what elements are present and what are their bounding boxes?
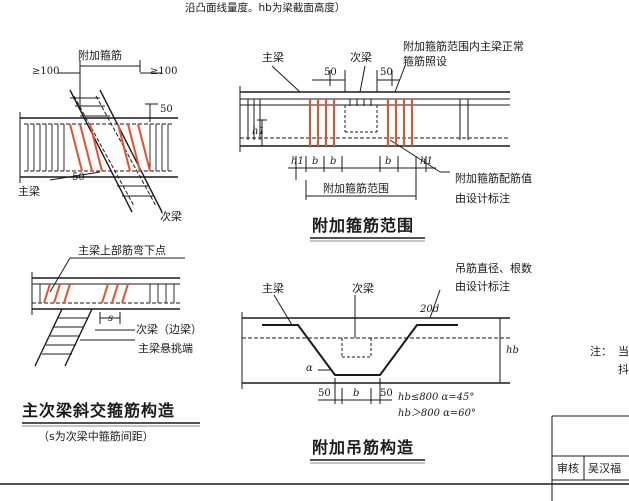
- fig1-dim-50-b: 50: [72, 172, 85, 183]
- fig4-title: 附加吊筋构造: [312, 438, 415, 457]
- fig2-h1-dim: h1: [291, 156, 304, 167]
- fig1-label-main-beam: 主梁: [18, 185, 40, 198]
- fig2-dim-50-a: 50: [324, 67, 337, 78]
- fig4-dim-50-b: 50: [380, 388, 393, 399]
- fig2-title: 附加箍筋范围: [312, 216, 415, 235]
- fig2-callout-1: 附加箍筋范围内主梁正常: [403, 40, 524, 53]
- fig2-label-sec-beam: 次梁: [350, 51, 372, 64]
- fig2-h1-left: h1: [252, 126, 265, 137]
- fig3-subtitle: （s为次梁中箍筋间距）: [38, 430, 154, 443]
- fig2-stirrup-range-elevation: [239, 65, 510, 200]
- fig2-added-stirrups: [309, 99, 413, 146]
- fig4-label-sec-beam: 次梁: [352, 282, 374, 295]
- fig2-callout-2: 箍筋照设: [403, 55, 447, 68]
- fig4-dim-b: b: [353, 388, 360, 399]
- fig4-callout-1: 吊筋直径、根数: [455, 262, 532, 275]
- title-block-frame: [0, 415, 629, 501]
- fig1-skewed-beam-plan: [19, 60, 178, 213]
- fig1-dim-right: ≥100: [150, 66, 178, 77]
- fig2-callout-4: 由设计标注: [455, 192, 510, 205]
- fig4-dim-50-a: 50: [318, 388, 331, 399]
- fig2-callout-3: 附加箍筋配筋值: [455, 172, 532, 185]
- fig3-label-sec-edge: 次梁（边梁）: [136, 323, 202, 336]
- fig4-label-20d: 20d: [420, 304, 440, 315]
- fig2-h1-right: h1: [420, 156, 433, 167]
- fig4-label-alpha: α: [306, 363, 313, 374]
- fig2-label-main-beam: 主梁: [262, 51, 284, 64]
- fig3-label-s: s: [108, 313, 114, 324]
- fig1-label-added-stirrup: 附加箍筋: [78, 49, 122, 62]
- fig4-cond-1: hb≤800 α=45°: [398, 392, 475, 403]
- fig2-b-3: b: [385, 156, 392, 167]
- titleblock-reviewer: 吴汉福: [588, 462, 621, 475]
- side-note-line2: 当: [618, 345, 629, 358]
- fig4-label-hb: hb: [506, 345, 519, 356]
- side-note-line3: 抖: [618, 363, 629, 376]
- fig3-skewed-joint: [31, 257, 185, 367]
- fig2-b-2: b: [330, 156, 337, 167]
- fig3-label-cantilever: 主梁悬挑端: [138, 342, 193, 355]
- fig1-dim-left: ≥100: [32, 66, 60, 77]
- titleblock-review-label: 审核: [557, 462, 579, 475]
- fig1-added-stirrups: [69, 123, 151, 172]
- fig3-title: 主次梁斜交箍筋构造: [22, 401, 176, 420]
- fig4-cond-2: hb＞800 α=60°: [398, 408, 476, 419]
- header-note: 沿凸面线量度。hb为梁截面高度）: [185, 2, 346, 14]
- fig4-callout-2: 由设计标注: [455, 280, 510, 293]
- title-underlines: [22, 237, 425, 464]
- side-note-line1: 注：: [590, 345, 612, 358]
- fig4-label-main-beam: 主梁: [262, 282, 284, 295]
- fig3-added-stirrups: [43, 283, 129, 304]
- fig2-b-1: b: [312, 156, 319, 167]
- fig2-label-range: 附加箍筋范围: [323, 182, 389, 195]
- fig3-label-bend: 主梁上部筋弯下点: [78, 244, 166, 257]
- fig1-dim-50-a: 50: [160, 104, 173, 115]
- fig2-dim-50-b: 50: [380, 67, 393, 78]
- fig4-hanger-bar: [241, 289, 510, 404]
- fig1-label-sec-beam: 次梁: [160, 210, 182, 223]
